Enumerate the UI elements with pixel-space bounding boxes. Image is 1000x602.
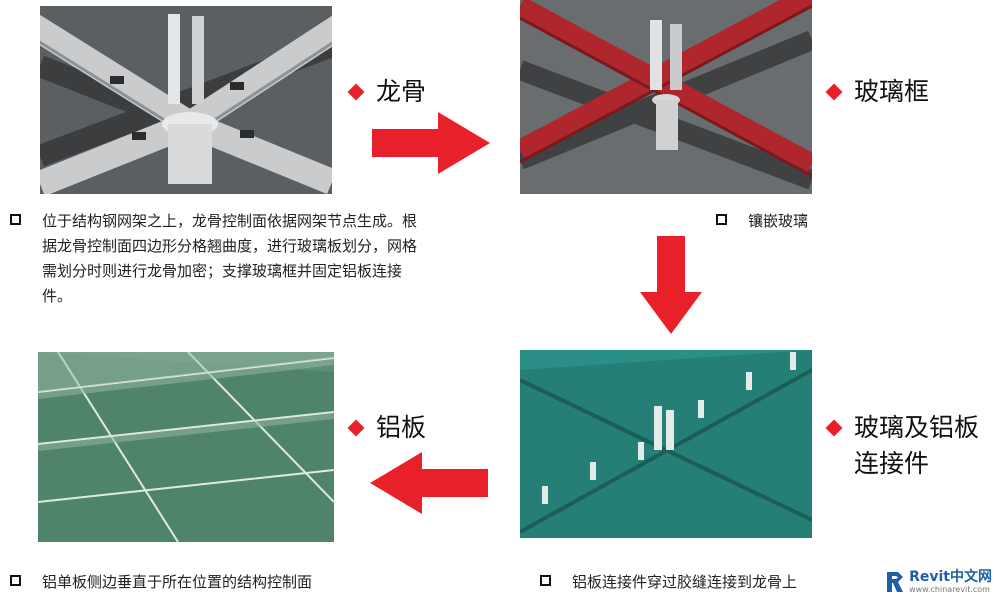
arrow-right-icon [372,112,490,174]
glass-frame-render [520,0,812,194]
arrow-down-icon [640,236,702,334]
glass-frame-label: 玻璃框 [825,74,929,110]
plate-description: 铝单板侧边垂直于所在位置的结构控制面 [10,570,470,595]
aluminum-plate-render [38,352,334,542]
checkbox-bullet-icon [10,575,21,586]
connector-label: 玻璃及铝板 连接件 [825,410,979,482]
checkbox-bullet-icon [540,575,551,586]
diamond-bullet-icon [347,419,365,437]
diamond-bullet-icon [825,83,843,101]
keel-label: 龙骨 [347,74,426,110]
aluminum-plate-label: 铝板 [347,410,426,446]
diamond-bullet-icon [825,419,843,437]
keel-description: 位于结构钢网架之上，龙骨控制面依据网架节点生成。根据龙骨控制面四边形分格翘曲度，… [10,209,428,309]
checkbox-bullet-icon [10,214,21,225]
connector-render [520,350,812,538]
connector-description: 铝板连接件穿过胶缝连接到龙骨上 [540,570,900,595]
keel-render [40,6,332,194]
revit-logo: Revit中文网 www.chinarevit.com [885,570,992,594]
revit-r-icon [887,572,904,592]
checkbox-bullet-icon [716,214,727,225]
inlay-glass-note: 镶嵌玻璃 [716,209,876,234]
arrow-left-icon [370,452,488,514]
diamond-bullet-icon [347,83,365,101]
